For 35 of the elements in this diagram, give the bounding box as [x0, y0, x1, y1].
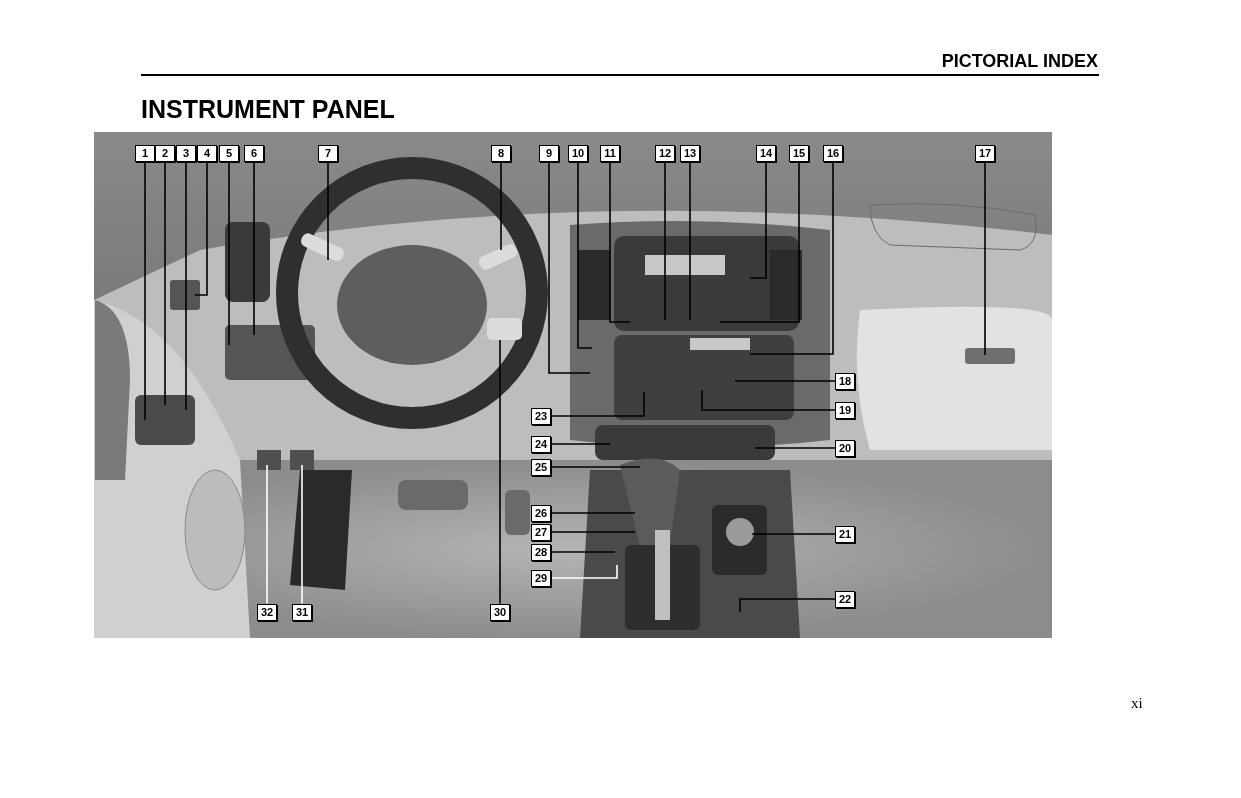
- leader-line: [194, 160, 208, 296]
- leader-line: [550, 443, 611, 445]
- leader-line: [577, 160, 593, 349]
- leader-line: [734, 380, 836, 382]
- leader-line: [689, 160, 691, 321]
- leader-line: [550, 391, 645, 417]
- leader-line: [701, 389, 836, 411]
- leader-line: [550, 531, 636, 533]
- leader-line: [550, 551, 616, 553]
- leader-line: [719, 160, 800, 323]
- section-header: PICTORIAL INDEX: [941, 50, 1098, 73]
- leader-line: [548, 160, 591, 374]
- leader-line: [301, 464, 303, 605]
- leader-line: [609, 160, 631, 323]
- leader-line: [228, 160, 230, 346]
- leader-line: [185, 160, 187, 411]
- leader-line: [754, 447, 836, 449]
- leader-line: [266, 464, 268, 605]
- leader-line: [550, 512, 636, 514]
- page-number: xi: [1131, 694, 1143, 713]
- leader-line: [739, 598, 836, 613]
- leader-line: [550, 564, 618, 579]
- leader-line: [749, 160, 834, 355]
- leader-line: [164, 160, 166, 406]
- leader-line: [327, 160, 329, 261]
- page-title: INSTRUMENT PANEL: [141, 94, 395, 125]
- leader-line: [751, 533, 836, 535]
- leader-line: [144, 160, 146, 421]
- leader-line: [664, 160, 666, 321]
- leader-line: [749, 160, 767, 279]
- leader-line: [984, 160, 986, 356]
- leader-line: [500, 160, 502, 251]
- leader-line: [550, 466, 641, 468]
- leader-line: [253, 160, 255, 336]
- leader-line: [499, 339, 501, 605]
